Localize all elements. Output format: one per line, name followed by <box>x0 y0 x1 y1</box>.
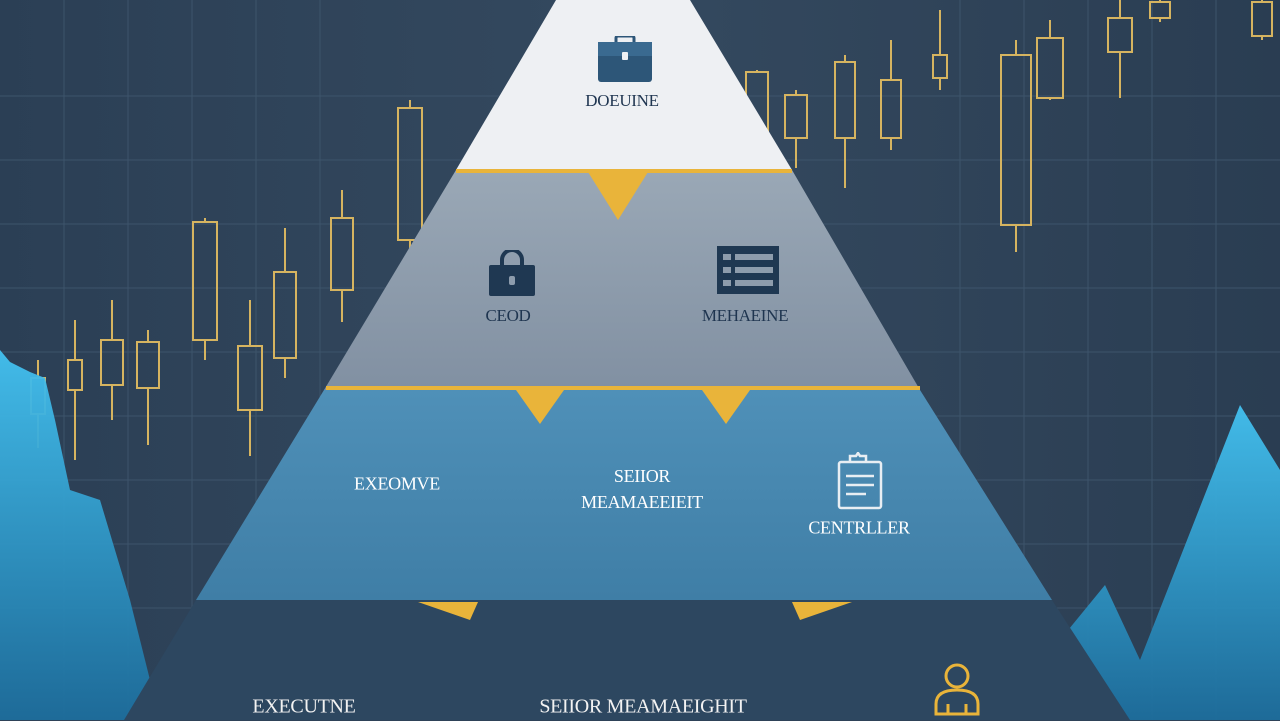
document-icon <box>836 450 884 510</box>
left-mountain <box>0 350 160 720</box>
tier4-label-1: EXECUTNE <box>252 695 356 718</box>
candle-body-3 <box>136 341 160 389</box>
tier2-label-2: MEHAEINE <box>701 306 789 325</box>
pyramid-tier-4 <box>124 600 1130 720</box>
connector-arrow-1 <box>588 172 648 220</box>
candle-body-12 <box>880 79 902 139</box>
candle-body-8 <box>397 107 423 241</box>
tier3-label-3: CENTRLLER <box>808 517 910 538</box>
candle-body-16 <box>1107 17 1133 53</box>
candle-body-10 <box>784 94 808 139</box>
candle-body-13 <box>932 54 948 79</box>
list-icon <box>717 246 779 294</box>
connector-arrow-2 <box>516 390 564 424</box>
connector-arrow-4 <box>418 602 478 620</box>
candle-body-6 <box>273 271 297 359</box>
pyramid-tier-2 <box>324 170 920 390</box>
candle-body-4 <box>192 221 218 341</box>
candle-body-18 <box>1251 1 1273 37</box>
lock-icon <box>489 248 535 296</box>
candle-body-2 <box>100 339 124 386</box>
candle-body-1 <box>67 359 83 391</box>
pyramid <box>124 0 1130 720</box>
tier4-label-2: SEIIOR MEAMAEIGHIT <box>539 695 747 718</box>
connector-arrow-5 <box>792 602 852 620</box>
candle-body-17 <box>1149 1 1171 19</box>
candle-body-11 <box>834 61 856 139</box>
person-icon <box>932 662 982 716</box>
right-mountain <box>1050 405 1280 720</box>
pyramid-tier-1 <box>456 0 792 170</box>
tier3-label-2: SEIIOR MEAMAEEIEIT <box>581 466 703 512</box>
tier2-label-1: CEOD <box>485 306 531 325</box>
pyramid-tier-3 <box>196 390 1052 600</box>
candle-body-5 <box>237 345 263 411</box>
candle-body-7 <box>330 217 354 291</box>
candle-body-14 <box>1000 54 1032 226</box>
connector-arrow-3 <box>702 390 750 424</box>
candle-body-15 <box>1036 37 1064 99</box>
tier1-label: DOEUINE <box>585 91 659 110</box>
briefcase-icon <box>598 34 652 82</box>
tier3-label-1: EXEOMVE <box>354 473 440 494</box>
